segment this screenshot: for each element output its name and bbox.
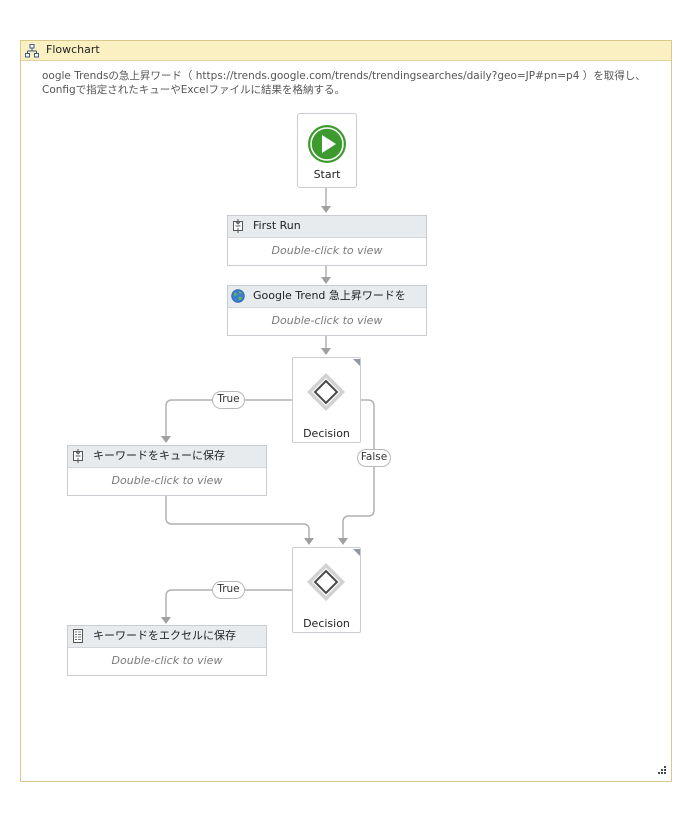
decision-2-true-label: True (212, 581, 245, 599)
arrow-excel (161, 617, 171, 624)
save-queue-hint: Double-click to view (111, 474, 223, 487)
start-label: Start (313, 168, 341, 181)
google-trend-title: Google Trend 急上昇ワードを (253, 289, 406, 302)
sequence-icon (233, 219, 243, 233)
decision-2-label: Decision (303, 617, 350, 630)
save-excel-header (68, 626, 266, 648)
decision-1-label: Decision (303, 427, 350, 440)
document-icon (73, 629, 83, 643)
sequence-icon (73, 449, 83, 463)
first-run-header (228, 216, 426, 238)
save-queue-title: キーワードをキューに保存 (93, 449, 225, 462)
decision-corner-marker (353, 359, 360, 366)
arrow-google (321, 277, 331, 284)
arrow-queue (161, 436, 171, 443)
resize-grip-icon[interactable] (655, 765, 667, 777)
save-excel-title: キーワードをエクセルに保存 (93, 629, 236, 642)
first-run-hint: Double-click to view (271, 244, 383, 257)
arrow-firstrun (321, 206, 331, 213)
connector-decision1-true (165, 399, 292, 436)
decision-1-false-label: False (357, 449, 391, 467)
decision-corner-marker (353, 549, 360, 556)
google-trend-hint: Double-click to view (271, 314, 383, 327)
google-trend-header (228, 286, 426, 308)
decision-1-true-label: True (212, 391, 245, 409)
arrow-decision2-right (338, 538, 348, 545)
flowchart-icon (25, 44, 39, 58)
flowchart-description: oogle Trendsの急上昇ワード（ https://trends.goog… (42, 69, 662, 97)
arrow-decision1 (321, 348, 331, 355)
first-run-title: First Run (253, 219, 301, 232)
arrow-decision2-left (304, 538, 314, 545)
globe-icon (231, 289, 245, 303)
decision-diamond-icon (307, 373, 345, 411)
description-line-2: Configで指定されたキューやExcelファイルに結果を格納する。 (42, 84, 346, 96)
play-icon (308, 125, 346, 163)
connector-decision1-false (342, 399, 375, 538)
flowchart-title: Flowchart (46, 43, 100, 56)
connector-queue-decision2 (165, 496, 310, 538)
save-queue-header (68, 446, 266, 468)
description-line-1: oogle Trendsの急上昇ワード（ https://trends.goog… (42, 70, 646, 82)
save-excel-hint: Double-click to view (111, 654, 223, 667)
flowchart-header (21, 41, 671, 61)
decision-diamond-icon (307, 563, 345, 601)
connector-decision2-true (165, 589, 292, 617)
